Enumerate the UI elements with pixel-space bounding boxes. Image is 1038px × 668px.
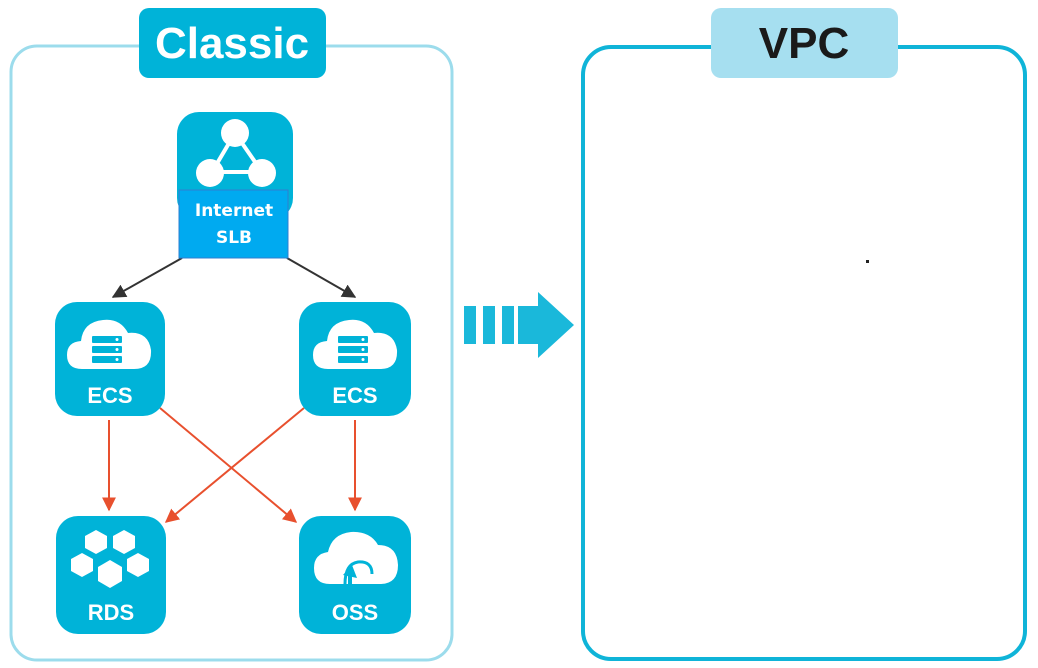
stray-dot [866, 260, 869, 263]
connectors [102, 257, 362, 523]
classic-title: Classic [155, 19, 309, 68]
vpc-title: VPC [759, 19, 849, 68]
cloud-upload-icon [314, 531, 398, 585]
vpc-title-box [711, 8, 898, 78]
ecs-right-node: ECS [299, 302, 411, 416]
cloud-server-icon [67, 319, 152, 369]
oss-label: OSS [332, 600, 378, 625]
migration-arrow [464, 292, 574, 358]
vpc-panel-border [581, 45, 1027, 661]
ecs-left-node: ECS [55, 302, 165, 416]
slb-label-line1: Internet [195, 201, 273, 221]
ecs-left-label: ECS [87, 383, 132, 408]
classic-panel: Classic [9, 8, 454, 662]
slb-banner [178, 189, 289, 259]
arrow-slb-to-ecs-left [111, 257, 183, 298]
hexagon-cluster-icon [71, 530, 149, 588]
arrow-ecs-right-to-rds [164, 407, 305, 523]
rds-node: RDS [56, 516, 166, 634]
rds-label: RDS [88, 600, 134, 625]
cloud-server-icon [313, 319, 398, 369]
ecs-right-label: ECS [332, 383, 377, 408]
classic-title-box [139, 8, 326, 78]
internet-slb-node: Internet SLB [177, 112, 293, 259]
vpc-panel: VPC [581, 8, 1027, 661]
network-hub-icon [196, 119, 276, 187]
oss-node: OSS [299, 516, 411, 634]
arrow-slb-to-ecs-right [286, 257, 357, 298]
slb-label-line2: SLB [216, 228, 252, 248]
arrow-ecs-left-to-oss [159, 407, 298, 523]
